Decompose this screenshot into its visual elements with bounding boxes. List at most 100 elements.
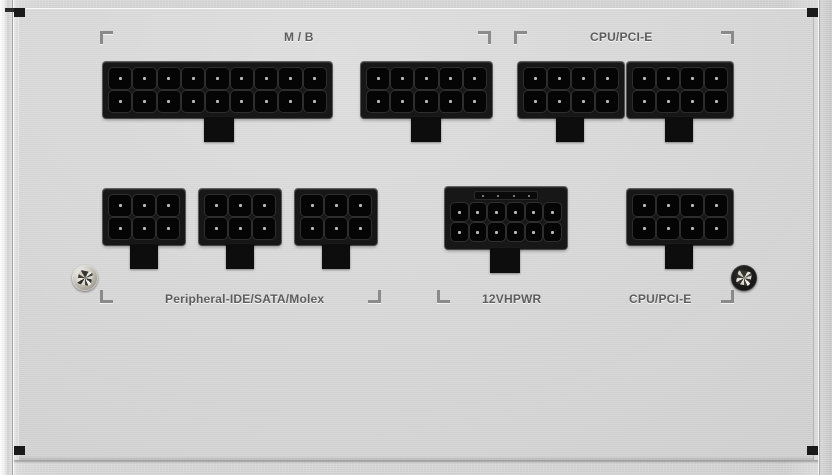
- pin: [656, 217, 680, 240]
- pin: [348, 194, 372, 217]
- corner-mark-periph-bot-right: [368, 290, 381, 303]
- pin: [462, 90, 487, 113]
- pin: [487, 222, 506, 242]
- corner-mark-cpu-top-right: [721, 31, 734, 44]
- pin: [547, 90, 571, 113]
- sideband-pin: [475, 192, 491, 199]
- pin: [205, 90, 230, 113]
- connector-mb-24pin[interactable]: [103, 62, 332, 142]
- latch-tab: [204, 116, 234, 142]
- pin: [632, 67, 656, 90]
- label-mb: M / B: [284, 30, 314, 44]
- connector-cpu-pcie-bottom-1[interactable]: [627, 189, 733, 269]
- pin: [366, 90, 391, 113]
- pin: [523, 67, 547, 90]
- pin: [505, 202, 525, 222]
- pin: [524, 202, 544, 222]
- pin: [108, 90, 133, 113]
- frame-nub-bottom-right: [807, 446, 818, 455]
- connector-mb-10pin[interactable]: [361, 62, 492, 142]
- pin: [704, 90, 728, 113]
- pin: [468, 202, 488, 222]
- pin: [571, 67, 595, 90]
- pin: [300, 217, 324, 240]
- screw-right: [731, 265, 757, 291]
- pin: [704, 194, 728, 217]
- frame-nub-top-right: [807, 8, 818, 17]
- label-cpu-pcie-top: CPU/PCI-E: [590, 30, 653, 44]
- pin: [595, 90, 619, 113]
- pin: [656, 194, 680, 217]
- pin: [204, 194, 228, 217]
- pin: [438, 67, 463, 90]
- pin: [156, 217, 180, 240]
- pin: [543, 202, 562, 222]
- corner-mark-12vhpwr-bot-left: [437, 290, 450, 303]
- screw-star-drive-icon: [735, 269, 753, 287]
- corner-mark-mb-top-left: [100, 31, 113, 44]
- pin: [181, 90, 206, 113]
- pin: [204, 217, 228, 240]
- right-edge-highlight: [818, 0, 819, 475]
- pin: [524, 222, 544, 242]
- connector-cpu-pcie-top-1[interactable]: [518, 62, 624, 142]
- pin: [523, 90, 547, 113]
- screw-star-drive-icon: [76, 269, 94, 287]
- pin: [595, 67, 619, 90]
- pin: [656, 90, 680, 113]
- corner-mark-cpu-bot-right: [721, 290, 734, 303]
- pin: [547, 67, 571, 90]
- sideband-pin-row: [474, 191, 538, 200]
- pin: [462, 67, 487, 90]
- left-edge-highlight: [13, 0, 14, 475]
- pin: [302, 90, 327, 113]
- connector-peripheral-1[interactable]: [103, 189, 185, 269]
- pin: [505, 222, 525, 242]
- latch-tab: [130, 243, 158, 269]
- pin: [438, 90, 463, 113]
- latch-tab: [490, 247, 520, 273]
- pin: [324, 217, 348, 240]
- pin: [390, 67, 415, 90]
- pin: [680, 194, 704, 217]
- pin: [132, 217, 156, 240]
- pin: [228, 217, 252, 240]
- pin: [680, 90, 704, 113]
- pin: [414, 90, 439, 113]
- pin: [254, 67, 279, 90]
- pin: [156, 90, 181, 113]
- label-12vhpwr: 12VHPWR: [482, 292, 542, 306]
- pin: [302, 67, 327, 90]
- pin: [632, 217, 656, 240]
- corner-mark-mb-top-right: [478, 31, 491, 44]
- pin: [252, 194, 276, 217]
- sideband-pin: [506, 192, 522, 199]
- latch-tab: [665, 243, 693, 269]
- latch-tab: [411, 116, 441, 142]
- pin: [468, 222, 488, 242]
- connector-12vhpwr[interactable]: [445, 187, 567, 273]
- pin: [704, 67, 728, 90]
- pin: [450, 202, 469, 222]
- latch-tab: [226, 243, 254, 269]
- connector-peripheral-2[interactable]: [199, 189, 281, 269]
- pin: [278, 67, 303, 90]
- pin: [656, 67, 680, 90]
- frame-nub-top-left-outer: [5, 8, 14, 12]
- pin: [181, 67, 206, 90]
- connector-peripheral-3[interactable]: [295, 189, 377, 269]
- pin: [571, 90, 595, 113]
- pin: [132, 90, 157, 113]
- pin: [366, 67, 391, 90]
- screw-left: [72, 265, 98, 291]
- frame-nub-top-left: [14, 8, 25, 17]
- pin: [108, 217, 132, 240]
- pin: [300, 194, 324, 217]
- sideband-pin: [522, 192, 538, 199]
- connector-cpu-pcie-top-2[interactable]: [627, 62, 733, 142]
- right-edge-seam: [819, 0, 820, 475]
- label-cpu-pcie-bottom: CPU/PCI-E: [629, 292, 692, 306]
- pin: [632, 90, 656, 113]
- pin: [132, 194, 156, 217]
